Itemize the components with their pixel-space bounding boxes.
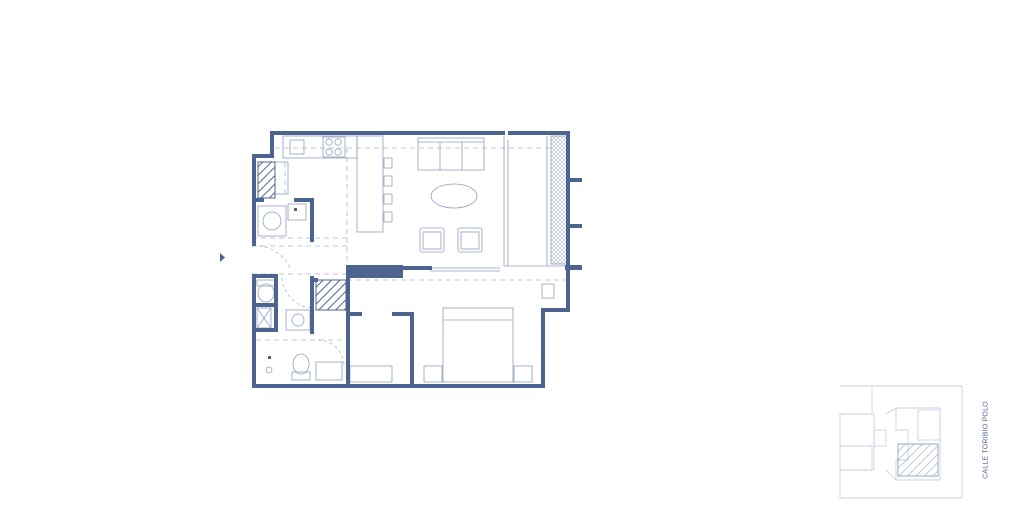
shower-drain bbox=[265, 366, 273, 374]
wall-notch bbox=[565, 265, 582, 270]
furniture bbox=[256, 135, 555, 383]
kitchen-sink bbox=[289, 139, 305, 155]
nightstand-left bbox=[423, 365, 443, 383]
bathroom-sink bbox=[285, 309, 311, 331]
building-outline bbox=[839, 385, 963, 499]
armchair-left bbox=[419, 227, 445, 253]
wardrobe-marker bbox=[541, 283, 555, 299]
washer-drum bbox=[262, 211, 282, 231]
balcony-planter bbox=[550, 135, 568, 265]
outlet-marks bbox=[267, 208, 297, 359]
entry-arrow-icon bbox=[220, 253, 225, 262]
walls bbox=[252, 131, 582, 388]
door-swings bbox=[252, 245, 345, 367]
second-bath-sink bbox=[315, 361, 343, 381]
kitchen-island bbox=[356, 135, 384, 233]
nightstand-right bbox=[513, 365, 533, 383]
bed bbox=[442, 307, 514, 383]
bar-stools bbox=[383, 157, 393, 223]
refrigerator bbox=[274, 161, 289, 195]
street-label: CALLE TORIBIO POLO bbox=[982, 401, 990, 479]
washer bbox=[257, 205, 287, 237]
desk bbox=[349, 365, 393, 383]
toilet-second bbox=[291, 353, 311, 381]
kitchen-counter bbox=[282, 135, 358, 159]
coffee-table bbox=[430, 183, 478, 209]
armchair-right bbox=[457, 227, 483, 253]
site-key-plan bbox=[839, 385, 963, 499]
structural-column bbox=[346, 265, 403, 278]
cooktop bbox=[322, 136, 346, 158]
laundry-sink bbox=[287, 203, 307, 221]
duct-shaft-top bbox=[257, 161, 276, 199]
glass-doors bbox=[430, 136, 565, 272]
duct-shaft-middle bbox=[315, 279, 347, 311]
dashed-lines bbox=[252, 147, 567, 378]
unit-location-highlight bbox=[897, 443, 939, 477]
sofa bbox=[417, 137, 485, 171]
toilet-main bbox=[256, 279, 276, 303]
